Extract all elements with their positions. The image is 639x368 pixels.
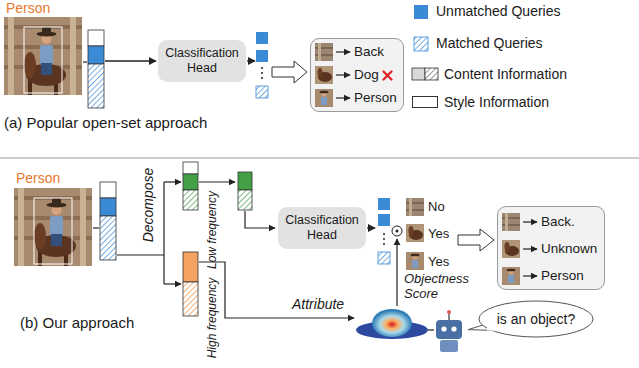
arrow: [199, 181, 235, 182]
result-label: Unknown: [541, 240, 597, 258]
box-label: Classification Head: [164, 46, 240, 76]
result-label: Dog: [354, 66, 379, 84]
arrow: [336, 51, 350, 52]
branch-label: Decompose: [141, 168, 155, 243]
branch-label: Low frequency: [205, 191, 219, 269]
arrow: [105, 60, 156, 61]
arrow: [523, 275, 537, 276]
thumbnail: [502, 240, 520, 258]
arrow: [164, 181, 181, 182]
legend-text: Unmatched Queries: [436, 3, 561, 20]
query-bar: [88, 30, 104, 108]
thumbnail: [406, 198, 424, 216]
decision-label: Yes: [428, 254, 449, 269]
result-box: Back. UnknownPerson: [497, 206, 605, 290]
hollow-arrow: [458, 229, 494, 251]
classifier-box: Classification Head: [158, 40, 246, 82]
wrong-mark: [382, 70, 393, 81]
panel-caption: (b) Our approach: [20, 314, 134, 331]
arrow: [164, 283, 181, 284]
score-label: Objectness Score: [404, 271, 476, 301]
arrow: [336, 97, 350, 98]
attribute-label: Attribute: [292, 296, 344, 312]
result-label: Back.: [541, 213, 575, 231]
query-squares: [378, 198, 390, 264]
thumbnail: [315, 66, 333, 84]
legend-content-box: [412, 68, 425, 80]
score-arrow: [396, 239, 397, 306]
panel-caption: (a) Popular open-set approach: [4, 114, 207, 131]
row-icons: [498, 207, 540, 291]
decision-label: Yes: [428, 226, 449, 241]
attribute-arrow: [199, 262, 354, 318]
legend-swatch: [412, 96, 438, 108]
query-squares: [256, 32, 268, 98]
bubble-text: is an object?: [497, 311, 576, 328]
decision-label: No: [428, 199, 445, 214]
separator: [0, 158, 639, 159]
object-label: Person: [6, 0, 50, 16]
object-label: Person: [16, 170, 60, 186]
hollow-arrow: [272, 61, 307, 83]
arrow: [428, 329, 434, 330]
arrow: [336, 74, 350, 75]
arrow: [247, 60, 255, 61]
thumbnail: [502, 267, 520, 285]
input-photo: [14, 188, 92, 266]
thumbnail: [315, 89, 333, 107]
box-label: Classification Head: [284, 213, 360, 243]
legend-text: Style Information: [444, 94, 549, 111]
legend-swatch: [414, 5, 428, 19]
legend-content-box: [425, 68, 438, 80]
result-label: Person: [354, 89, 397, 107]
arrow: [83, 61, 87, 62]
legend-hatched-square: [414, 37, 428, 51]
arrow: [523, 221, 537, 222]
input-photo: [4, 17, 82, 95]
result-box: BackDogPerson: [310, 38, 404, 112]
low-frequency-bar: [238, 172, 252, 210]
thumbnail: [406, 252, 424, 270]
arrow: [367, 227, 375, 228]
row-icons: [311, 39, 353, 113]
legend-text: Matched Queries: [436, 35, 543, 52]
multiply-symbol: [392, 226, 402, 236]
legend-text: Content Information: [444, 66, 567, 83]
result-label: Back: [354, 43, 384, 61]
high-frequency-bar: [183, 252, 198, 316]
robot-icon: [436, 310, 462, 352]
query-bar: [100, 182, 116, 260]
heatmap: [356, 309, 428, 339]
branch-label: High frequency: [205, 278, 219, 359]
arrow: [245, 211, 275, 228]
result-label: Person: [541, 267, 584, 285]
classifier-box: Classification Head: [278, 207, 366, 249]
thumbnail: [502, 213, 520, 231]
thumbnail: [406, 224, 424, 242]
arrow: [93, 227, 99, 228]
thumbnail: [315, 43, 333, 61]
arrow: [523, 248, 537, 249]
speech-bubble: is an object?: [478, 300, 594, 338]
low-frequency-bar: [183, 162, 198, 210]
